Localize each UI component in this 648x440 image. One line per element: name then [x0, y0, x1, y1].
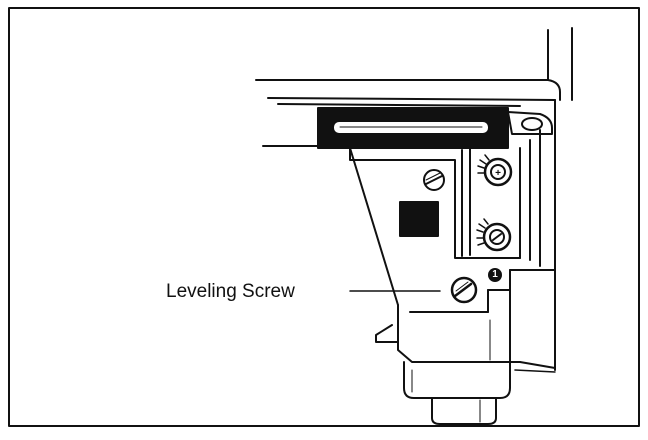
leveling-screw-label: Leveling Screw: [166, 281, 295, 302]
adjustment-knob-upper-icon: +: [477, 154, 513, 187]
foot-housing: [375, 269, 556, 399]
slotted-screw-upper-icon: [423, 169, 445, 191]
body-frame: [349, 99, 556, 371]
black-square-label: [399, 201, 439, 237]
svg-text:+: +: [495, 168, 501, 179]
leveling-screw-icon: [450, 276, 478, 304]
figure-border: [8, 7, 640, 427]
adjustment-knob-lower-icon: [476, 218, 512, 252]
pedestal-foot: [431, 397, 497, 425]
top-panel: [255, 27, 573, 147]
slot-bracket: [317, 107, 553, 149]
callout-number-badge: 1: [488, 268, 502, 282]
